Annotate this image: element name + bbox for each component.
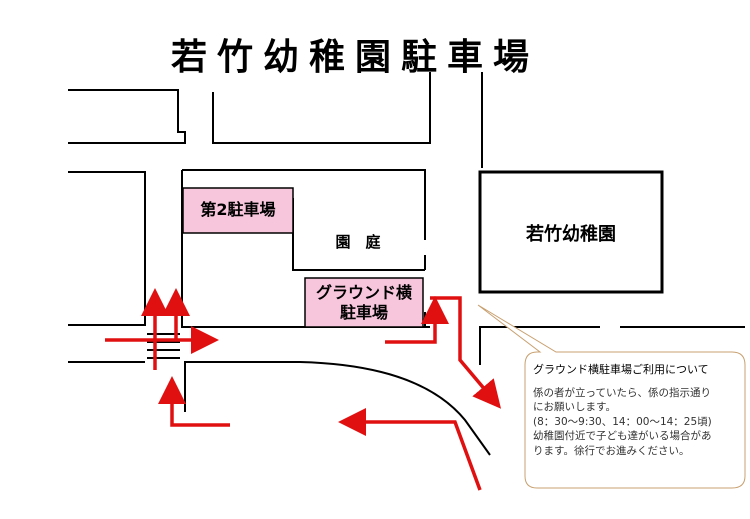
page-title: 若竹幼稚園駐車場 [170,37,539,78]
route-arrow [430,296,502,409]
callout-line: ります。徐行でお進みください。 [533,444,690,457]
garden-label: 園 庭 [335,233,381,251]
building-outline [68,89,186,144]
parking-lot-2-label: 第2駐車場 [200,200,276,219]
callout-line: にお願いします。 [533,401,616,413]
callout-line: 幼稚園付近で子ども達がいる場合があ [533,430,712,442]
road-edge [184,361,491,456]
callout-line: 係の者が立っていたら、係の指示通り [533,386,711,399]
road-edge [182,169,426,240]
route-arrow [158,376,230,427]
kindergarten-label: 若竹幼稚園 [526,224,616,245]
callout-line: (8：30～9:30、14：00～14：25頃) [533,415,712,428]
route-arrow [338,408,482,491]
road-edge [479,326,600,365]
kindergarten-building [478,170,664,294]
building-outline [212,72,431,144]
parking-lot-2 [182,187,294,234]
callout-text: グラウンド横駐車場ご利用について 係の者が立っていたら、係の指示通り にお願いし… [533,363,743,458]
road-edge [68,171,146,326]
route-arrow [385,296,449,344]
ground-parking-label-line1: グラウンド横 [315,283,412,302]
callout-title: グラウンド横駐車場ご利用について [533,363,709,376]
ground-parking-label-line2: 駐車場 [339,303,388,322]
callout-bubble [477,304,746,489]
ground-parking-label: グラウンド横 駐車場 [305,283,423,323]
parking-lot-ground [304,277,424,328]
